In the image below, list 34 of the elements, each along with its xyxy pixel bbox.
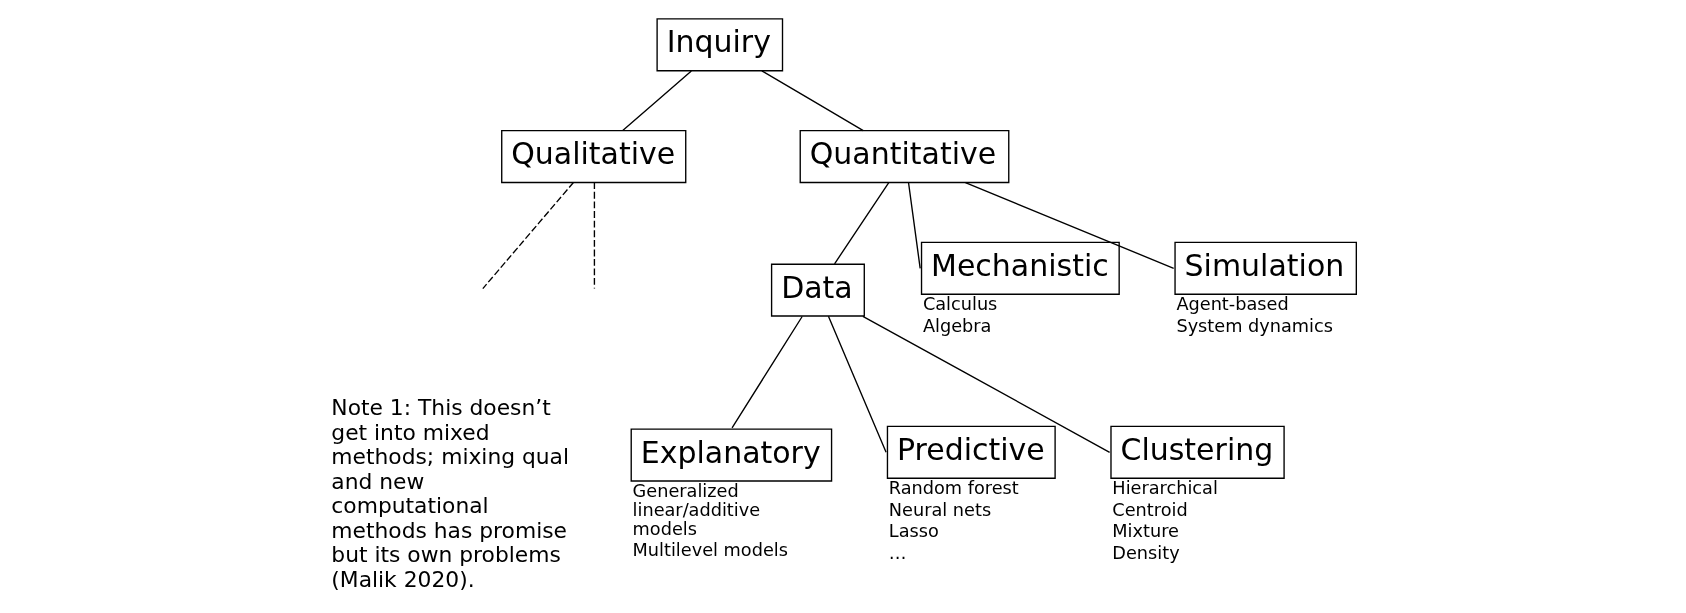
connector xyxy=(621,70,692,132)
node-label: Hierarchical xyxy=(1111,477,1218,498)
label: Note 1: This doesn’t get into mixed methods; mixing qual and new computational methods has promise but its own problems (Malik 2020). xyxy=(330,395,569,592)
connector xyxy=(593,181,595,290)
node-label: Neural nets xyxy=(888,499,991,520)
node-label: Agent-based xyxy=(1175,293,1289,314)
node-label: Mixture xyxy=(1111,521,1179,542)
connector xyxy=(827,315,887,453)
connector xyxy=(481,181,574,290)
connector xyxy=(964,182,1174,269)
connector xyxy=(833,181,889,265)
node-box: Predictive xyxy=(886,425,1056,479)
node-box: Inquiry xyxy=(655,18,783,72)
node-box: Explanatory xyxy=(630,428,832,482)
node-label: Calculus xyxy=(922,293,997,314)
node-label: Lasso xyxy=(888,521,939,542)
node-label: … xyxy=(888,543,907,564)
node-label: Density xyxy=(1111,543,1180,564)
node-box: Simulation xyxy=(1173,241,1357,295)
node-label: Multilevel models xyxy=(632,540,788,561)
node-label: Algebra xyxy=(922,315,991,336)
node-box: Data xyxy=(770,263,865,317)
connector xyxy=(760,70,864,132)
node-label: System dynamics xyxy=(1175,315,1333,336)
node-label: Random forest xyxy=(888,477,1019,498)
node-box: Qualitative xyxy=(500,130,686,184)
node-label: Centroid xyxy=(1111,499,1188,520)
node-box: Clustering xyxy=(1109,425,1285,479)
connector xyxy=(907,182,921,269)
connector xyxy=(861,315,1110,453)
node-label: Generalized linear/additive models xyxy=(632,480,760,539)
connector xyxy=(730,315,803,429)
node-box: Quantitative xyxy=(799,130,1009,184)
node-box: Mechanistic xyxy=(920,241,1120,295)
